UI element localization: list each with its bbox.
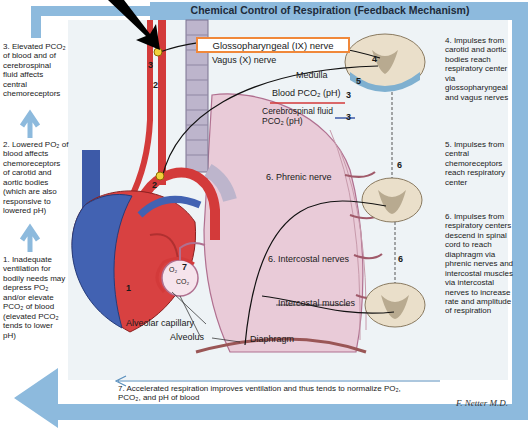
annotation-text: 5. Impulses from central chemoreceptors … bbox=[445, 140, 515, 187]
annotation-text: Diaphragm bbox=[250, 334, 310, 345]
annotation-text: Vagus (X) nerve bbox=[212, 55, 302, 66]
annotation-text: Medulla bbox=[296, 70, 346, 81]
nerve-lines-shape bbox=[262, 296, 394, 313]
heart-shape bbox=[140, 199, 200, 215]
annotation-text: Cerebrospinal fluid PCO₂ (pH) bbox=[262, 106, 336, 126]
lung-shape bbox=[330, 130, 366, 340]
trachea-shape bbox=[186, 35, 208, 155]
annotation-text: Blood PCO₂ (pH) bbox=[272, 88, 352, 99]
annotation-text: 6. Phrenic nerve bbox=[266, 172, 356, 183]
medulla-section-shape bbox=[350, 72, 420, 92]
annotation-text: 7. Accelerated respiration improves vent… bbox=[118, 384, 408, 403]
medulla-section bbox=[345, 34, 425, 92]
annotation-text: 4. Impulses from carotid and aortic bodi… bbox=[445, 36, 515, 102]
annotation-text: 2. Lowered PO₂ of blood affects chemorec… bbox=[3, 140, 69, 216]
annotation-text: F. Netter M.D. bbox=[452, 398, 512, 409]
annotation-text: Alveolar capillary bbox=[126, 318, 216, 329]
carotid-bodies-shape bbox=[156, 172, 164, 180]
feedback-band-shape bbox=[14, 368, 528, 428]
callout-number: 3 bbox=[148, 60, 158, 71]
callout-number: 2 bbox=[152, 180, 162, 191]
callout-number: 6 bbox=[398, 254, 408, 265]
lung bbox=[204, 94, 366, 352]
carotid-bodies-shape bbox=[154, 48, 162, 56]
annotation-text: 6. Impulses from respiratory centers des… bbox=[445, 212, 515, 316]
arteries-shape bbox=[158, 20, 166, 185]
diagram-title: Chemical Control of Respiration (Feedbac… bbox=[150, 4, 510, 16]
annotation-text: 6. Intercostal nerves bbox=[268, 254, 378, 265]
alveolus bbox=[157, 243, 205, 296]
feedback-band-shape bbox=[68, 20, 508, 380]
callout-number: 6 bbox=[397, 160, 407, 171]
annotation-text: Intercostal muscles bbox=[278, 298, 378, 309]
pointer-arrow-shape bbox=[108, 0, 160, 50]
annotation-text: CO₂ bbox=[176, 278, 194, 286]
callout-number: 5 bbox=[356, 76, 366, 87]
pointer-arrow bbox=[108, 0, 160, 50]
annotation-text: Alveolus bbox=[170, 332, 220, 343]
nerve-lines-shape bbox=[270, 102, 345, 104]
node-text: Glossopharyngeal (IX) nerve bbox=[213, 40, 334, 51]
spinal-cord-section-shape bbox=[392, 92, 395, 283]
nerve-lines bbox=[160, 39, 394, 345]
spinal-cord-section-shape bbox=[362, 178, 422, 222]
nerve-lines-shape bbox=[335, 117, 355, 119]
annotation-text: 3. Elevated PCO₂ of blood and of cerebro… bbox=[3, 42, 67, 99]
medulla-section-shape bbox=[372, 50, 398, 74]
spinal-cord-section-shape bbox=[365, 283, 425, 327]
feedback-band-shape bbox=[22, 114, 38, 138]
alveolus-shape bbox=[180, 243, 205, 260]
arteries-shape bbox=[130, 20, 150, 200]
feedback-band-shape bbox=[150, 2, 528, 20]
nerve-lines-shape bbox=[245, 201, 386, 345]
callout-number: 3 bbox=[346, 90, 356, 101]
spinal-cord-section-shape bbox=[381, 295, 409, 319]
alveolus-shape bbox=[162, 260, 198, 296]
heart-shape bbox=[72, 194, 132, 328]
callout-number: 3 bbox=[346, 112, 356, 123]
lung-shape bbox=[204, 94, 363, 352]
heart bbox=[72, 150, 200, 332]
annotation-text: 1. Inadequate ventilation for bodily nee… bbox=[3, 255, 67, 340]
feedback-band-shape bbox=[22, 228, 38, 252]
heart-shape bbox=[150, 234, 178, 260]
feedback-band-shape bbox=[512, 2, 528, 420]
carotid-bodies bbox=[154, 48, 164, 180]
alveolus-shape bbox=[157, 258, 194, 292]
spinal-cord-section bbox=[362, 92, 425, 327]
callout-number: 1 bbox=[126, 283, 136, 294]
feedback-band bbox=[14, 2, 528, 428]
nerve-lines-shape bbox=[162, 66, 378, 178]
callout-number: 7 bbox=[182, 262, 192, 273]
nerve-label-box: Glossopharyngeal (IX) nerve bbox=[196, 37, 350, 53]
spinal-cord-section-shape bbox=[378, 190, 406, 214]
callout-number: 4 bbox=[372, 54, 382, 65]
callout-number: 2 bbox=[153, 80, 163, 91]
